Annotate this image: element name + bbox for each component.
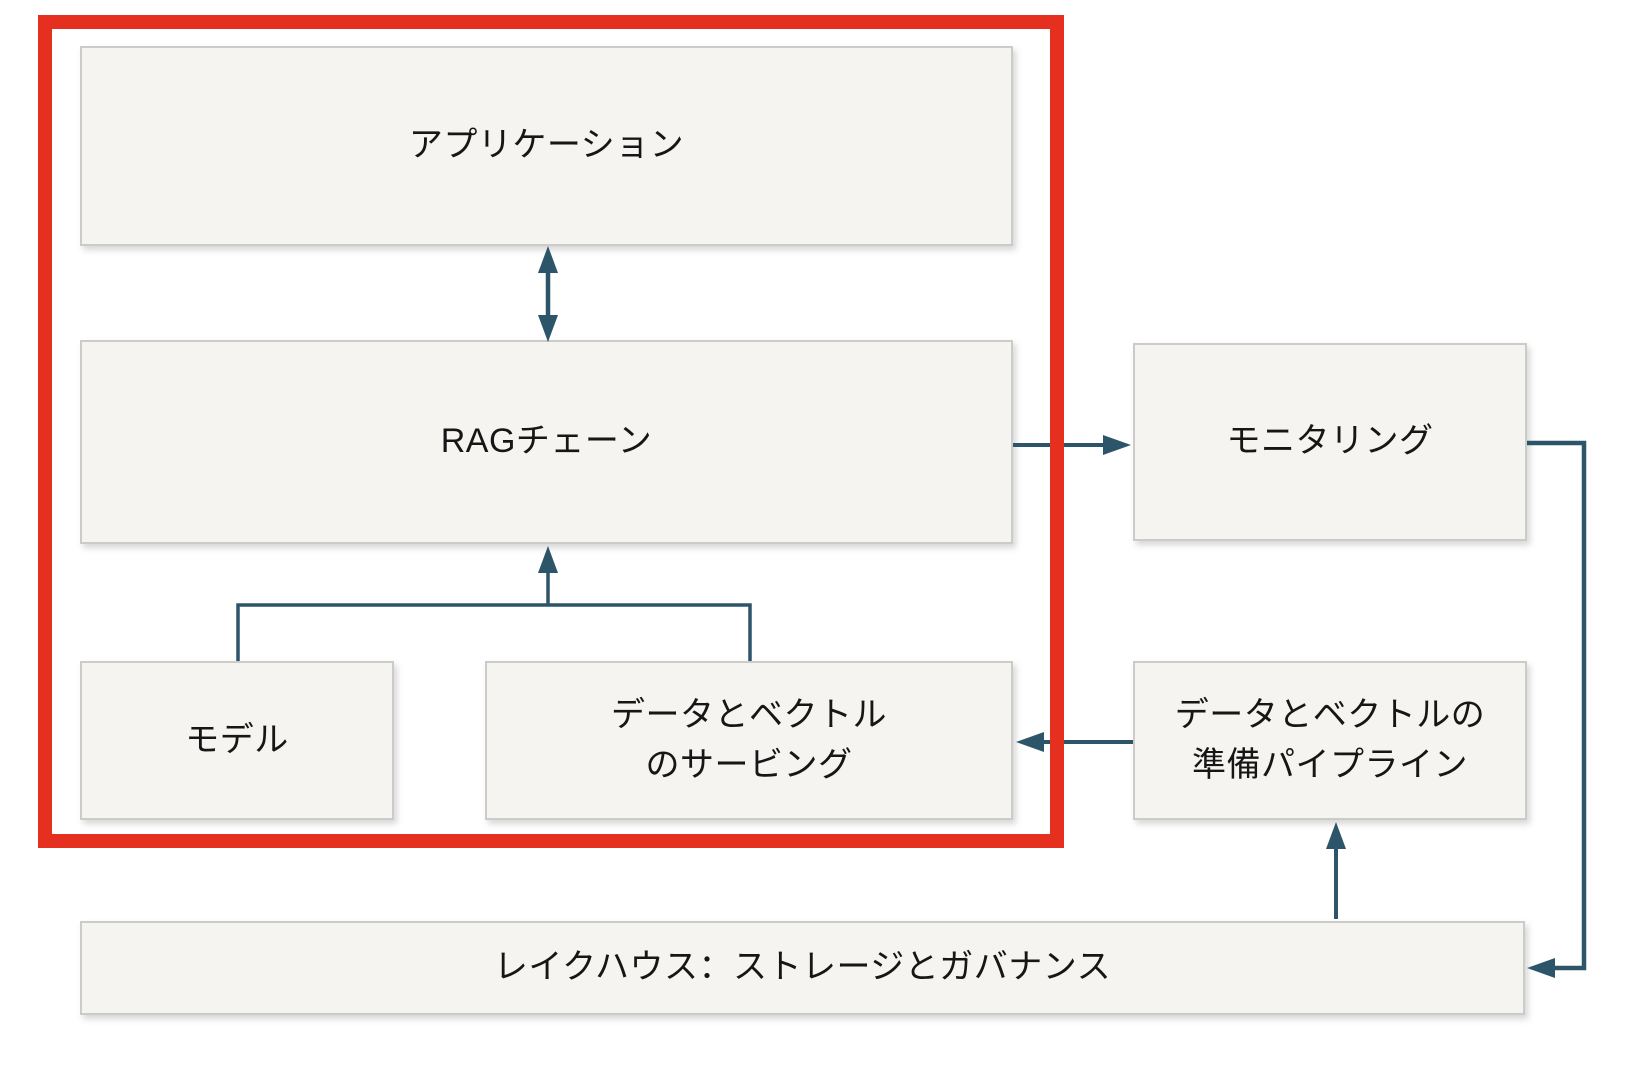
arrow-application-rag-bidirectional bbox=[538, 246, 558, 342]
arrow-rag-to-monitoring bbox=[1013, 435, 1131, 455]
box-lakehouse: レイクハウス：ストレージとガバナンス bbox=[80, 921, 1525, 1015]
arrow-pipeline-to-serving bbox=[1016, 732, 1133, 752]
box-monitoring: モニタリング bbox=[1133, 343, 1527, 541]
box-monitoring-label: モニタリング bbox=[1226, 422, 1434, 461]
box-application: アプリケーション bbox=[80, 46, 1013, 246]
box-rag-chain-label: RAGチェーン bbox=[440, 422, 653, 461]
box-model-label: モデル bbox=[185, 720, 289, 759]
box-data-vector-prep-pipeline: データとベクトルの 準備パイプライン bbox=[1133, 661, 1527, 820]
box-application-label: アプリケーション bbox=[408, 126, 685, 165]
box-lakehouse-label: レイクハウス：ストレージとガバナンス bbox=[493, 948, 1112, 987]
box-data-vector-prep-pipeline-label: データとベクトルの 準備パイプライン bbox=[1174, 696, 1486, 784]
arrow-lakehouse-to-pipeline bbox=[1326, 822, 1346, 919]
box-data-vector-serving: データとベクトル のサービング bbox=[485, 661, 1013, 820]
box-data-vector-serving-label: データとベクトル のサービング bbox=[611, 696, 887, 784]
box-rag-chain: RAGチェーン bbox=[80, 340, 1013, 544]
arrow-monitoring-to-lakehouse bbox=[1527, 440, 1587, 978]
connector-model-serving-to-rag bbox=[236, 546, 752, 661]
box-model: モデル bbox=[80, 661, 394, 820]
